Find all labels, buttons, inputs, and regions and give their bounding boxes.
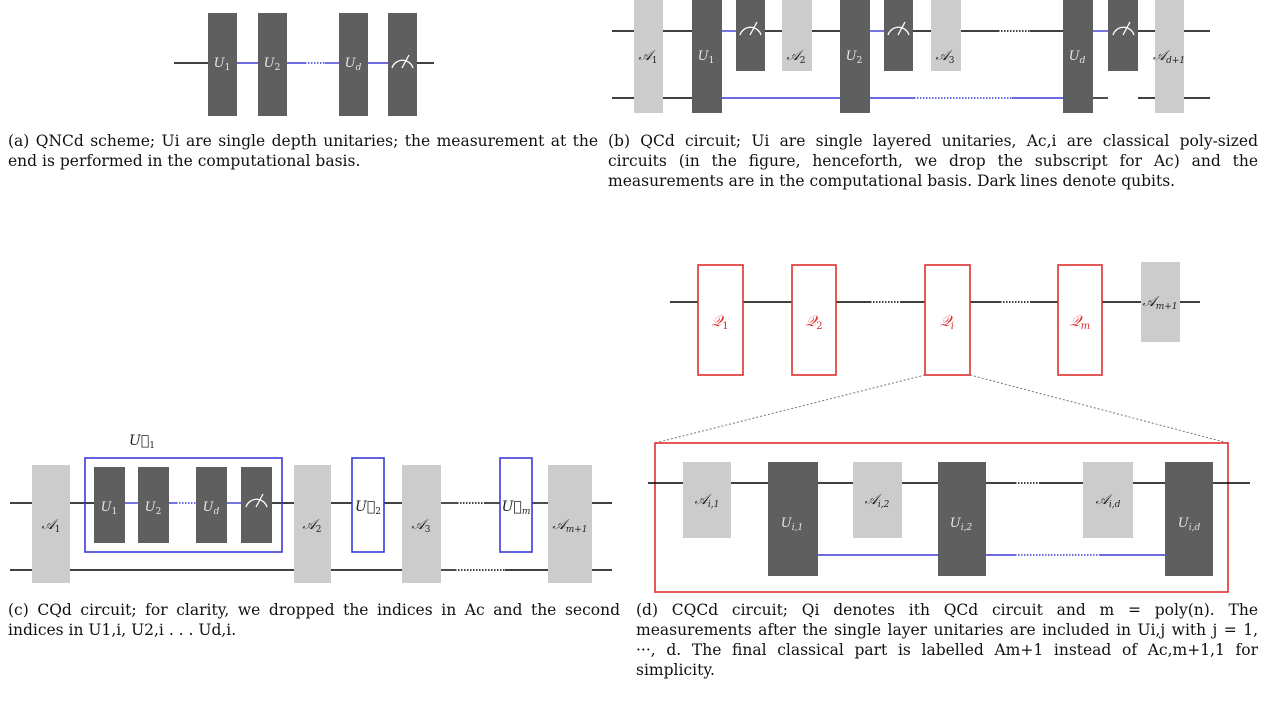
gate-a3: 𝒜3 xyxy=(931,0,961,71)
svg-text:U⃗2: U⃗2 xyxy=(355,499,381,517)
gate-uid: Ui,d xyxy=(1165,462,1213,576)
measurement-icon xyxy=(736,0,765,71)
diagram-a: U1 U2 Ud xyxy=(174,13,434,116)
gate-a2: 𝒜2 xyxy=(782,0,812,71)
gate-a1: 𝒜1 xyxy=(32,465,70,583)
gate-a3: 𝒜3 xyxy=(402,465,441,583)
gate-q1: 𝒬1 xyxy=(697,264,744,376)
gate-ud: Ud xyxy=(1063,0,1093,113)
group-label: U⃗1 xyxy=(129,433,155,451)
gate-u1: U1 xyxy=(94,467,125,543)
diagram-d: 𝒬1 𝒬2 𝒬i 𝒬m 𝒜m+1 𝒜i,1 Ui,1 𝒜i, xyxy=(648,262,1250,593)
gate-a1: 𝒜1 xyxy=(634,0,663,113)
gate-ai2: 𝒜i,2 xyxy=(853,462,902,538)
measurement-icon xyxy=(1108,0,1138,71)
gate-aid: 𝒜i,d xyxy=(1083,462,1133,538)
gate-a2: 𝒜2 xyxy=(294,465,331,583)
gate-ud: Ud xyxy=(339,13,368,116)
gate-q2: 𝒬2 xyxy=(791,264,837,376)
gate-am-plus-1: 𝒜m+1 xyxy=(1141,262,1180,342)
gate-u2: U2 xyxy=(840,0,870,113)
caption-b: (b) QCd circuit; Ui are single layered u… xyxy=(608,132,1258,190)
zoom-box xyxy=(654,442,1229,593)
group-box xyxy=(84,457,283,553)
diagram-b: 𝒜1 U1 𝒜2 U2 𝒜3 Ud 𝒜d+1 xyxy=(612,0,1210,113)
gate-am-plus-1: 𝒜m+1 xyxy=(548,465,592,583)
measurement-icon xyxy=(241,467,272,543)
caption-c: (c) CQd circuit; for clarity, we dropped… xyxy=(8,601,620,639)
gate-ai1: 𝒜i,1 xyxy=(683,462,731,538)
gate-u2: U2 xyxy=(138,467,169,543)
gate-ui2: Ui,2 xyxy=(938,462,986,576)
measurement-icon xyxy=(388,13,417,116)
gate-u1: U1 xyxy=(692,0,722,113)
gate-u2: U2 xyxy=(258,13,287,116)
caption-d: (d) CQCd circuit; Qi denotes ith QCd cir… xyxy=(636,601,1258,679)
gate-u1: U1 xyxy=(208,13,237,116)
svg-text:𝒬i: 𝒬i xyxy=(940,312,954,332)
caption-a: (a) QNCd scheme; Ui are single depth uni… xyxy=(8,132,598,170)
measurement-icon xyxy=(884,0,913,71)
gate-um-vector: U⃗m xyxy=(499,457,533,553)
gate-qi: 𝒬i xyxy=(924,264,971,376)
gate-ad-plus-1: 𝒜d+1 xyxy=(1153,0,1185,113)
gate-ui1: Ui,1 xyxy=(768,462,818,576)
gate-ud: Ud xyxy=(196,467,227,543)
diagram-c: U⃗1 𝒜1 U1 U2 Ud 𝒜2 xyxy=(10,433,612,583)
gate-u2-vector: U⃗2 xyxy=(351,457,385,553)
gate-qm: 𝒬m xyxy=(1057,264,1103,376)
